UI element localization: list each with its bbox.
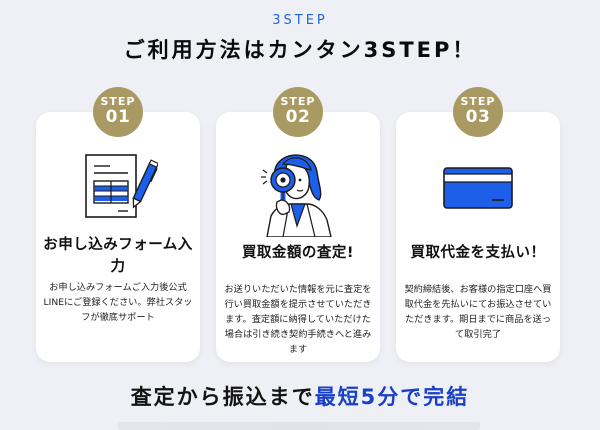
credit-card-icon <box>396 144 560 234</box>
step-card-2: STEP 02 <box>216 87 380 362</box>
step-description: お申し込みフォームご入力後公式LINEにご登録ください。弊社スタッフが徹底サポー… <box>43 282 193 323</box>
step-title: 買取代金を支払い！ <box>410 245 546 261</box>
step-badge-number: 01 <box>105 107 131 127</box>
step-badge-2: STEP 02 <box>273 87 323 137</box>
step-badge-label: STEP <box>460 95 496 108</box>
person-with-magnifying-glass-icon <box>216 144 380 237</box>
step-badge-number: 02 <box>285 107 311 127</box>
step-card-1: STEP 01 <box>36 87 200 362</box>
step-badge-label: STEP <box>280 95 316 108</box>
step-description: お送りいただいた情報を元に査定を行い買取金額を提示させていただきます。査定額に納… <box>224 284 372 355</box>
step-badge-3: STEP 03 <box>453 87 503 137</box>
step-card-3: STEP 03 買取代金を支払い！ 契約締結後、お客様の指定口座へ買取代金を先払… <box>396 87 560 362</box>
completion-headline: 査定から振込まで最短5分で完結 <box>0 381 600 411</box>
headline-accent: 最短5分で完結 <box>314 385 470 409</box>
form-document-with-pen-icon <box>36 144 200 234</box>
section-title: ご利用方法はカンタン3STEP！ <box>123 38 477 62</box>
step-badge-1: STEP 01 <box>93 87 143 137</box>
step-badge-label: STEP <box>100 95 136 108</box>
step-title: お申し込みフォーム入力 <box>43 237 193 275</box>
step-description: 契約締結後、お客様の指定口座へ買取代金を先払いにてお振込させていただきます。期日… <box>404 284 552 340</box>
step-badge-number: 03 <box>465 107 491 127</box>
step-title: 買取金額の査定! <box>241 245 355 261</box>
section-eyebrow: 3STEP <box>272 13 328 28</box>
headline-prefix: 査定から振込まで <box>130 385 315 409</box>
faded-cutoff-text <box>118 422 480 430</box>
